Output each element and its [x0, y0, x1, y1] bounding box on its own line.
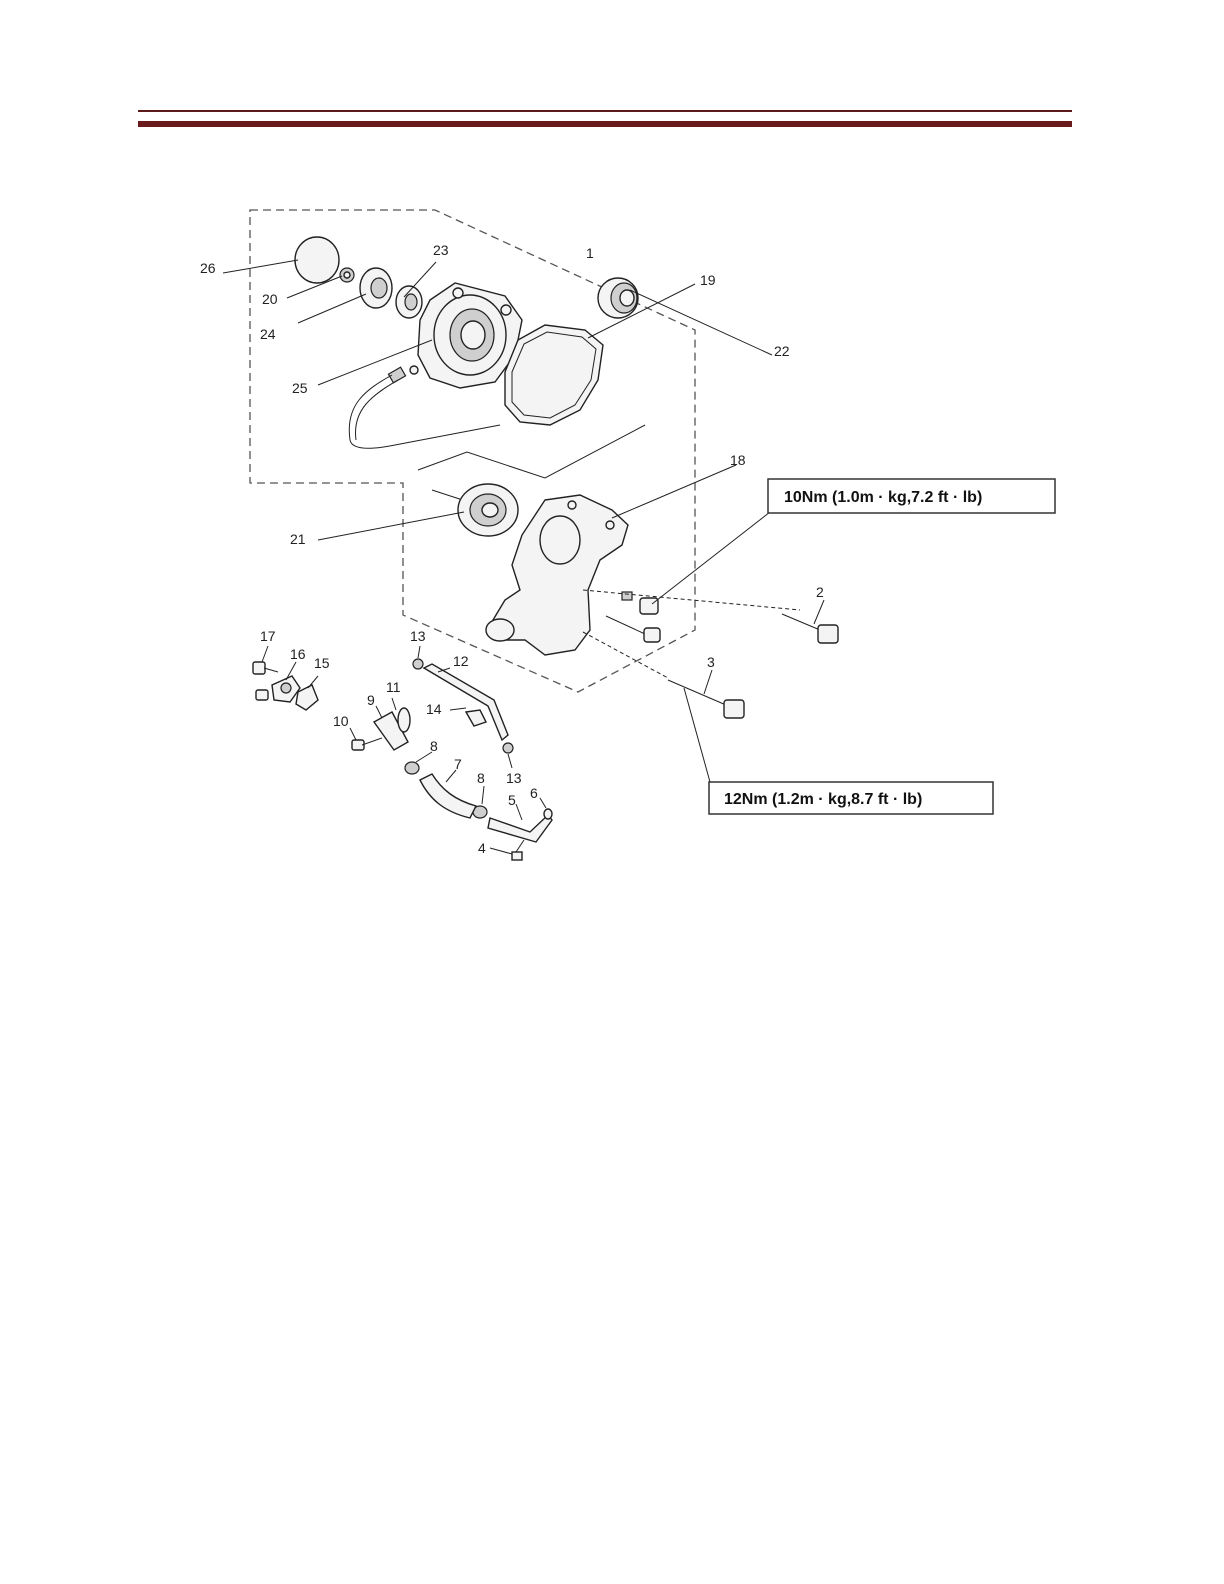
torque-upper-label: 10Nm (1.0m · kg,7.2 ft · lb) — [784, 489, 982, 506]
callout-7: 7 — [454, 756, 462, 772]
callout-5: 5 — [508, 792, 516, 808]
callout-20: 20 — [262, 291, 278, 307]
bolt-2 — [818, 625, 838, 643]
callout-12: 12 — [453, 653, 469, 669]
bolt-3-shank — [668, 680, 726, 705]
o-ring-26 — [295, 237, 339, 283]
callout-22: 22 — [774, 343, 790, 359]
callout-4: 4 — [478, 840, 486, 856]
callout-25: 25 — [292, 380, 308, 396]
torque-box-upper: 10Nm (1.0m · kg,7.2 ft · lb) — [768, 479, 1055, 513]
callout-18: 18 — [730, 452, 746, 468]
callout-26: 26 — [200, 260, 216, 276]
callout-6: 6 — [530, 785, 538, 801]
o-ring-11 — [398, 708, 410, 732]
callout-2: 2 — [816, 584, 824, 600]
bolt-upper — [640, 598, 658, 614]
callout-15: 15 — [314, 655, 330, 671]
clamp-13a — [413, 659, 423, 669]
callout-21: 21 — [290, 531, 306, 547]
callout-3: 3 — [707, 654, 715, 670]
callout-24: 24 — [260, 326, 276, 342]
callout-14: 14 — [426, 701, 442, 717]
clamp-13b — [503, 743, 513, 753]
o-ring-6 — [544, 809, 552, 819]
clip-14 — [466, 710, 486, 726]
torque-box-lower: 12Nm (1.2m · kg,8.7 ft · lb) — [709, 782, 993, 814]
pipe-5 — [488, 815, 552, 842]
callout-19: 19 — [700, 272, 716, 288]
callout-23: 23 — [433, 242, 449, 258]
callout-16: 16 — [290, 646, 306, 662]
torque-lower-label: 12Nm (1.2m · kg,8.7 ft · lb) — [724, 791, 922, 808]
callout-11: 11 — [386, 679, 401, 695]
assembly-marker: 1 — [586, 245, 594, 261]
bolt-17 — [253, 662, 265, 674]
bolt-middle — [644, 628, 660, 642]
callout-13a: 13 — [410, 628, 426, 644]
bolt-3 — [724, 700, 744, 718]
clamp-8a — [405, 762, 419, 774]
coolant-hose — [349, 375, 500, 448]
callout-17: 17 — [260, 628, 276, 644]
callout-8b: 8 — [477, 770, 485, 786]
hose-7 — [420, 774, 476, 818]
callout-9: 9 — [367, 692, 375, 708]
callout-10: 10 — [333, 713, 349, 729]
callout-8a: 8 — [430, 738, 438, 754]
callout-13b: 13 — [506, 770, 522, 786]
